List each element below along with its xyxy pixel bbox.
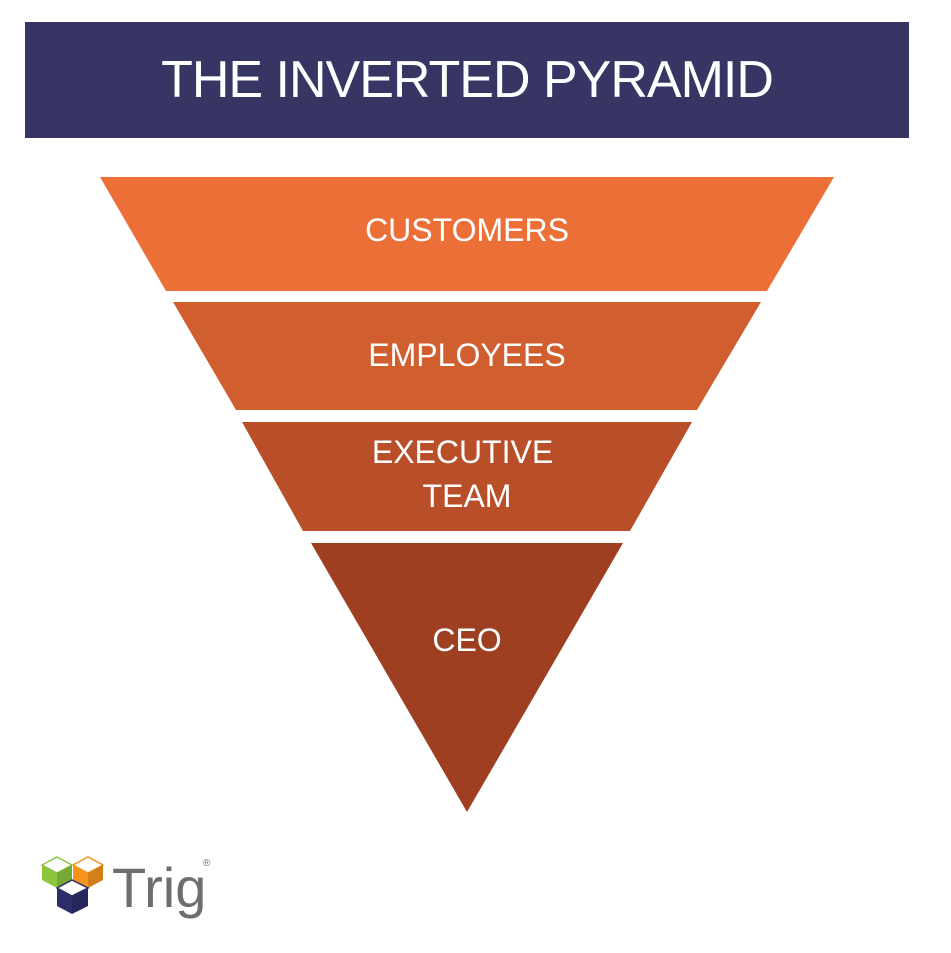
tier-ceo xyxy=(311,543,623,812)
tier-employees xyxy=(173,302,761,410)
registered-mark: ® xyxy=(203,858,211,869)
title-banner: THE INVERTED PYRAMID xyxy=(25,22,909,138)
tier-ceo-label: CEO xyxy=(432,622,501,658)
cube-icon xyxy=(40,856,105,914)
tier-executive-team xyxy=(242,422,692,531)
tier-customers xyxy=(100,177,834,291)
tier-employees-label: EMPLOYEES xyxy=(368,337,565,373)
tier-customers-label: CUSTOMERS xyxy=(365,212,569,248)
trig-logo: Trig ® xyxy=(40,848,230,928)
tier-executive-team-label: EXECUTIVE TEAM xyxy=(372,434,562,514)
page-title: THE INVERTED PYRAMID xyxy=(161,51,774,109)
logo-wordmark: Trig xyxy=(112,856,207,919)
